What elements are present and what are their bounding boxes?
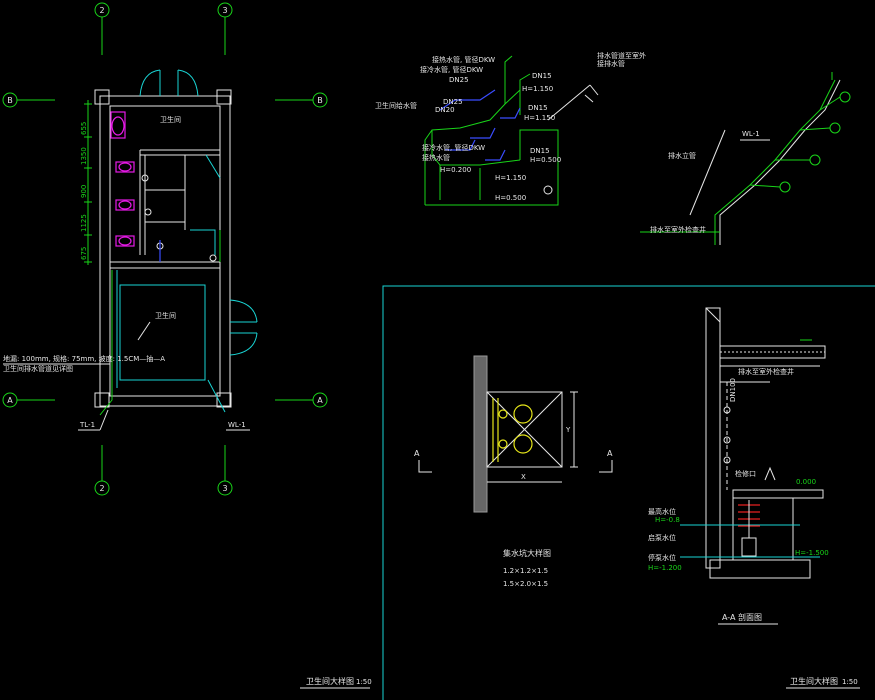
axis-bubble-2-top: 2	[94, 2, 110, 55]
riser-label: 排水至室外检查井	[650, 225, 706, 234]
riser-label: WL-1	[742, 130, 760, 138]
plan-note: 地漏: 100mm, 规格: 75mm, 坡度: 1.5CM—抽—A	[3, 354, 165, 363]
sump-wall	[473, 355, 488, 513]
axis-label: 2	[99, 6, 104, 15]
elev-label: 0.000	[796, 478, 816, 486]
dim-y: Y	[565, 426, 571, 434]
frame-scale: 1:50	[842, 678, 858, 686]
axis-label: A	[317, 396, 323, 405]
riser-label: 排水立管	[668, 151, 696, 160]
dim-text: 1350	[80, 147, 88, 165]
elev-label: H=-1.200	[648, 564, 682, 572]
sump-size: 1.2×1.2×1.5	[503, 567, 548, 575]
dim-text: 1125	[80, 214, 88, 232]
elev-label: 停泵水位	[648, 553, 676, 562]
axis-bubble-A-right: A	[275, 392, 328, 408]
section-mark-left: A	[414, 449, 420, 458]
iso-label: 接热水管, 管径DKW	[432, 55, 495, 64]
iso-label: DN25	[443, 98, 463, 106]
elev-label: 检修口	[735, 469, 756, 478]
elev-label: 启泵水位	[648, 533, 676, 542]
axis-label: B	[7, 96, 13, 105]
iso-label: DN15	[532, 72, 552, 80]
frame-title: 卫生间大样图	[790, 676, 838, 686]
sump-size: 1.5×2.0×1.5	[503, 580, 548, 588]
iso-label: 接冷水管, 管径DKW	[420, 65, 483, 74]
dimension-chain: 655 1350 900 1125 675	[80, 100, 92, 265]
detail-frame	[382, 285, 875, 700]
iso-label: H=0.500	[530, 156, 561, 164]
axis-label: 3	[222, 484, 227, 493]
dim-text: 675	[80, 247, 88, 260]
axis-label: B	[317, 96, 323, 105]
floor-plan: 2 3 B B A A 2	[2, 2, 372, 689]
axis-label: 3	[222, 6, 227, 15]
iso-label: DN15	[528, 104, 548, 112]
iso-label: 接排水管	[597, 59, 625, 68]
riser-diagram: WL-1 排水立管 排水至室外检查井	[640, 72, 851, 245]
door-top	[139, 69, 199, 97]
pump-room-outline	[119, 284, 206, 381]
iso-label: 排水管道至室外	[597, 51, 646, 60]
axis-bubble-3-bottom: 3	[217, 445, 233, 496]
plan-note: 卫生间排水管道见详图	[3, 364, 73, 373]
iso-label: 卫生间给水管	[375, 101, 417, 110]
section-mark-right: A	[607, 449, 613, 458]
leader	[207, 379, 226, 413]
room-label: 卫生间	[155, 311, 176, 320]
pipe-isometric: 接热水管, 管径DKW 接冷水管, 管径DKW DN25 DN25 DN20 D…	[375, 51, 646, 206]
room-label: 卫生间	[160, 115, 181, 124]
axis-label: A	[7, 396, 13, 405]
iso-label: DN20	[435, 106, 455, 114]
plan-scale: 1:50	[356, 678, 372, 686]
axis-bubble-B-left: B	[2, 92, 55, 108]
elev-label: 排水至室外检查井	[738, 367, 794, 376]
dim-x: X	[521, 473, 526, 481]
door-swing	[205, 154, 221, 179]
iso-label: H=0.500	[495, 194, 526, 202]
door-right	[229, 299, 258, 356]
section-title: A-A 剖面图	[722, 612, 762, 622]
elev-label: DN100	[729, 378, 737, 402]
tl-label: TL-1	[79, 421, 95, 429]
dim-text: 900	[80, 185, 88, 198]
iso-label: H=1.150	[522, 85, 553, 93]
iso-label: 接热水管	[422, 153, 450, 162]
axis-bubble-2-bottom: 2	[94, 445, 110, 496]
iso-label: H=0.200	[440, 166, 471, 174]
pipe-left	[99, 270, 113, 416]
walls	[94, 89, 232, 408]
axis-bubble-B-right: B	[275, 92, 328, 108]
aa-section: H=-0.8 最高水位 启泵水位 H=-1.500 停泵水位 H=-1.200 …	[648, 307, 860, 689]
sink-fixture	[110, 111, 126, 139]
pipe-cyan	[190, 229, 216, 255]
elev-label: H=-0.8	[655, 516, 680, 524]
dim-text: 655	[80, 122, 88, 135]
plan-title: 卫生间大样图	[306, 676, 354, 686]
iso-label: H=1.150	[495, 174, 526, 182]
axis-bubble-3-top: 3	[217, 2, 233, 55]
axis-label: 2	[99, 484, 104, 493]
axis-bubble-A-left: A	[2, 392, 55, 408]
toilet-fixtures	[115, 161, 135, 247]
sump-plan: Y X A A 集水坑大样图 1.2×1.2×1.5 1.5×2.0×1.5	[414, 355, 613, 588]
elev-label: H=-1.500	[795, 549, 829, 557]
elev-label: 最高水位	[648, 507, 676, 516]
iso-label: H=1.150	[524, 114, 555, 122]
iso-label: DN25	[449, 76, 469, 84]
sump-title: 集水坑大样图	[503, 548, 551, 558]
floor-drains	[141, 174, 217, 262]
iso-label: DN15	[530, 147, 550, 155]
iso-label: 接冷水管, 管径DKW	[422, 143, 485, 152]
wl-label: WL-1	[228, 421, 246, 429]
